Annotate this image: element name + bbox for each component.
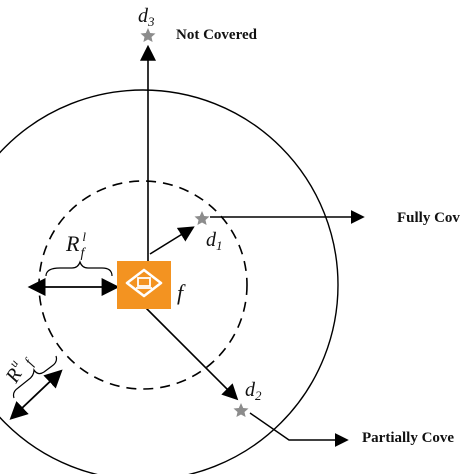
label-rf-upper: Ruf <box>0 349 38 389</box>
device-d2-star-icon <box>233 403 249 417</box>
device-d1-star-icon <box>194 211 210 225</box>
label-f: f <box>177 280 186 305</box>
arrow-to-d1 <box>149 226 195 255</box>
label-rf-lower: Rfl <box>65 229 86 261</box>
arrow-to-d2 <box>143 305 239 401</box>
annotation-fully-covered: Fully Cov <box>397 210 460 226</box>
outer-coverage-circle <box>0 89 339 474</box>
label-d3: d3 <box>138 5 155 29</box>
lower-range-brace <box>45 260 113 277</box>
connector-partially-covered <box>249 412 349 447</box>
label-d2: d2 <box>245 379 262 403</box>
label-d1: d1 <box>206 229 223 253</box>
upper-range-brace <box>12 355 58 399</box>
fog-node-icon <box>117 261 171 309</box>
annotation-not-covered: Not Covered <box>176 27 258 43</box>
annotation-partially-covered: Partially Cove <box>362 430 454 446</box>
device-d3-star-icon <box>140 28 156 42</box>
upper-range-arrow <box>9 369 63 420</box>
